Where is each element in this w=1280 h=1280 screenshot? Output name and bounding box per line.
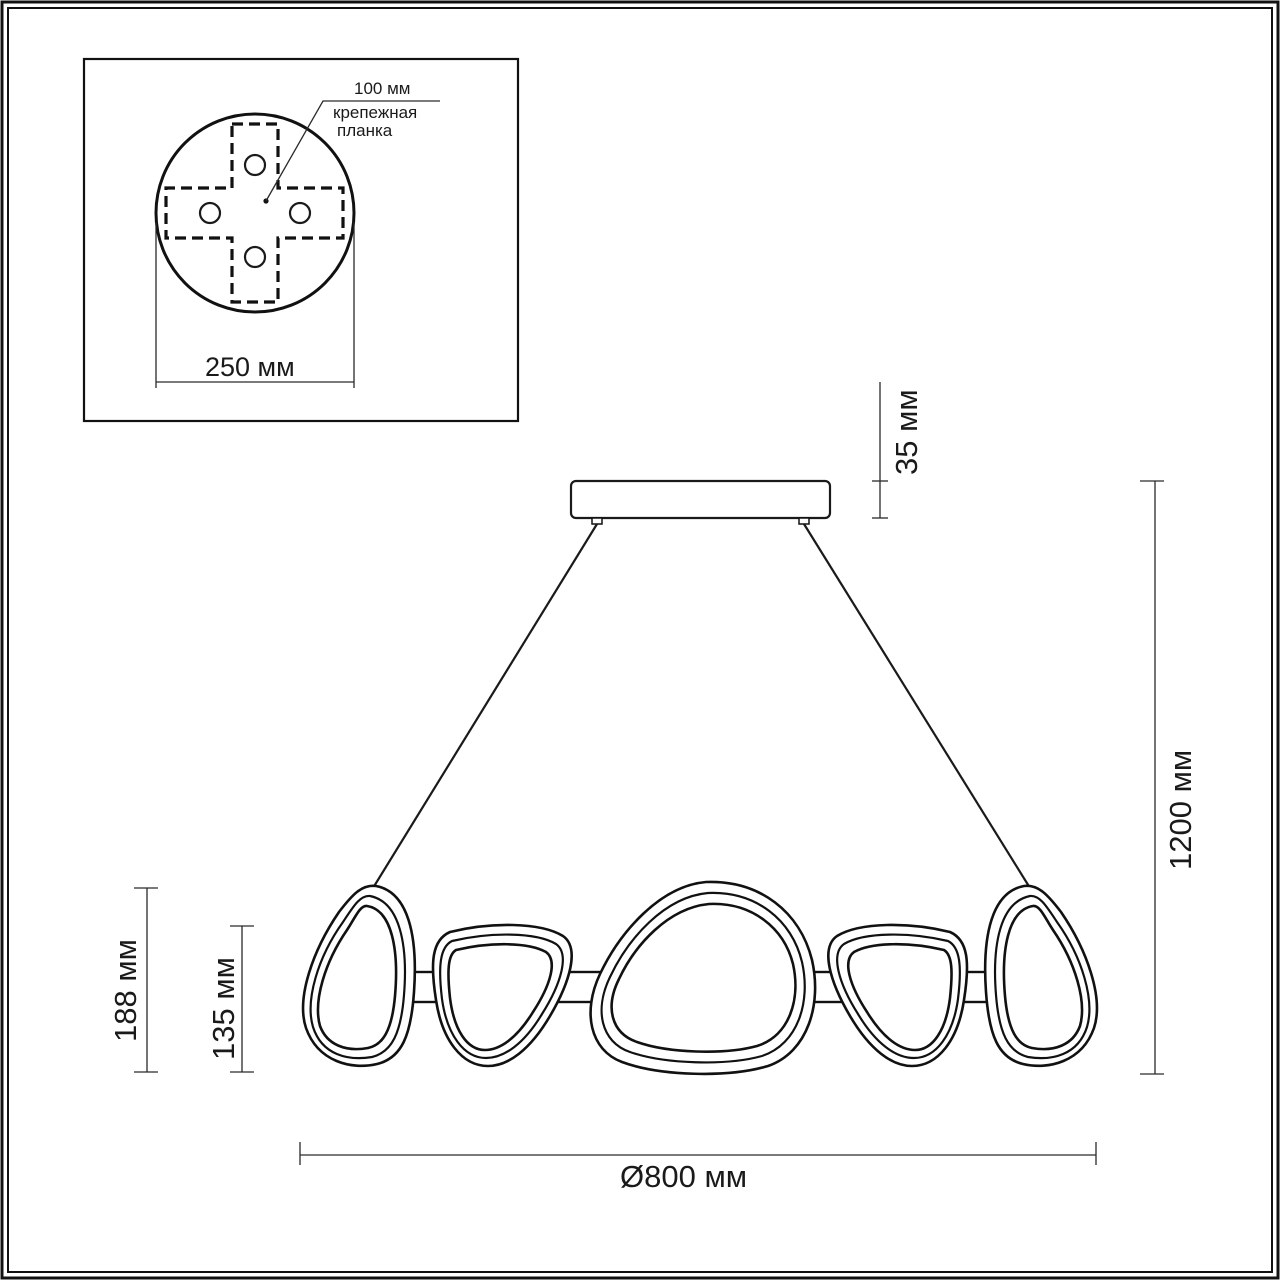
hole-bottom — [243, 245, 267, 269]
cable-clamp-left — [591, 517, 603, 525]
hole-top — [243, 153, 267, 177]
dim-35: 35 мм — [872, 382, 924, 519]
mounting-inset: 100 мм крепежная планка 250 мм — [82, 57, 520, 423]
cable-clamp-right — [798, 517, 810, 525]
shade-2 — [431, 923, 573, 1068]
canopy — [569, 479, 832, 525]
lamp-body — [301, 880, 1099, 1076]
plate-leader — [265, 100, 440, 202]
dim-188: 188 мм — [108, 887, 158, 1073]
small-shade-height-label: 135 мм — [206, 957, 241, 1060]
plate-label-line2: планка — [337, 121, 393, 140]
dim-800: Ø800 мм — [299, 1142, 1097, 1194]
hole-left — [198, 201, 222, 225]
shade-1 — [301, 884, 417, 1068]
cable-right — [803, 523, 1031, 889]
cable-left — [372, 523, 598, 889]
dim-135: 135 мм — [206, 925, 254, 1073]
hole-right — [288, 201, 312, 225]
base-diameter-label: 250 мм — [205, 352, 295, 382]
large-shade-height-label: 188 мм — [108, 939, 143, 1042]
plate-size-label: 100 мм — [354, 79, 410, 98]
shade-5 — [983, 884, 1099, 1068]
dim-1200: 1200 мм — [1140, 480, 1198, 1075]
plate-label-line1: крепежная — [333, 103, 417, 122]
shade-3 — [589, 880, 817, 1076]
base-circle — [154, 112, 356, 314]
canopy-body — [569, 479, 832, 520]
cable-length-label: 1200 мм — [1163, 750, 1198, 870]
overall-diameter-label: Ø800 мм — [620, 1159, 747, 1194]
shade-4 — [827, 923, 969, 1068]
inset-frame — [82, 57, 520, 423]
mounting-bar-outline — [164, 122, 345, 304]
canopy-height-label: 35 мм — [889, 389, 924, 475]
